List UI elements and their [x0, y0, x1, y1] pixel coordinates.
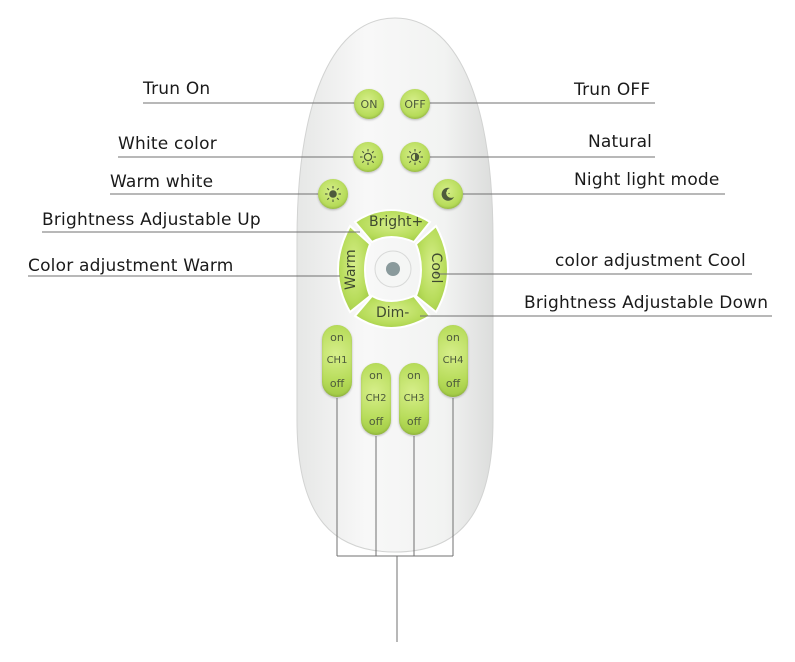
off-button-label: OFF: [404, 97, 426, 111]
night-light-button[interactable]: [433, 179, 463, 209]
cool-label: Cool: [428, 252, 444, 284]
channel-1-button[interactable]: on CH1 off: [322, 325, 352, 397]
channel-4-off: off: [445, 377, 461, 390]
label-turn-on: Trun On: [143, 79, 211, 99]
sun-filled-icon: [325, 186, 341, 202]
label-color-cool: color adjustment Cool: [555, 251, 746, 271]
channel-2-button[interactable]: on CH2 off: [361, 363, 391, 435]
warm-label: Warm: [343, 249, 359, 290]
dim-label: Dim-: [376, 305, 410, 321]
channel-3-on: on: [407, 369, 421, 382]
channel-2-off: off: [368, 415, 384, 428]
cool-segment[interactable]: [414, 224, 449, 314]
sun-outline-icon: [360, 149, 376, 165]
on-button-label: ON: [360, 97, 378, 111]
channel-2-name: CH2: [365, 393, 387, 404]
leader-lines: [28, 102, 772, 642]
channel-4-name: CH4: [442, 355, 464, 366]
channel-3-off: off: [406, 415, 422, 428]
label-warm-white: Warm white: [110, 172, 214, 192]
channel-2-on: on: [369, 369, 383, 382]
label-white-color: White color: [118, 134, 217, 154]
channel-1-off: off: [329, 377, 345, 390]
center-indicator: [386, 262, 400, 276]
channel-4-on: on: [446, 331, 460, 344]
sun-half-icon: [407, 149, 423, 165]
warm-white-button[interactable]: [318, 179, 348, 209]
moon-icon: [441, 187, 454, 201]
natural-button[interactable]: [400, 142, 430, 172]
off-button[interactable]: OFF: [400, 89, 430, 119]
channel-1-on: on: [330, 331, 344, 344]
label-turn-off: Trun OFF: [574, 80, 651, 100]
bright-up-segment[interactable]: [353, 209, 432, 244]
direction-pad: [337, 209, 449, 329]
on-button[interactable]: ON: [354, 89, 384, 119]
channel-1-name: CH1: [326, 355, 348, 366]
channel-3-name: CH3: [403, 393, 425, 404]
warm-segment[interactable]: [337, 224, 372, 314]
channel-3-button[interactable]: on CH3 off: [399, 363, 429, 435]
label-bright-up: Brightness Adjustable Up: [42, 210, 261, 230]
white-color-button[interactable]: [353, 142, 383, 172]
bright-up-label: Bright+: [369, 214, 424, 230]
label-bright-down: Brightness Adjustable Down: [524, 293, 769, 313]
label-night-light: Night light mode: [574, 170, 720, 190]
label-color-warm: Color adjustment Warm: [28, 256, 234, 276]
channel-4-button[interactable]: on CH4 off: [438, 325, 468, 397]
label-natural: Natural: [588, 132, 653, 152]
